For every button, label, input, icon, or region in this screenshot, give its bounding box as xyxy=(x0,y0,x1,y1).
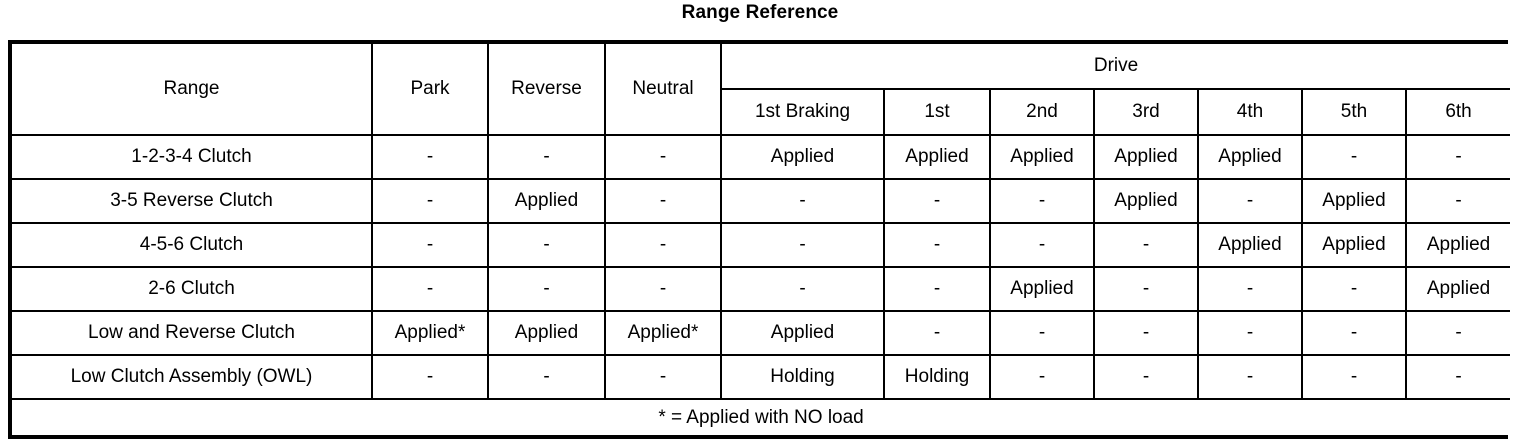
cell-1st: - xyxy=(883,178,991,224)
header-reverse: Reverse xyxy=(487,44,606,136)
table-row: 3-5 Reverse Clutch - Applied - - - - App… xyxy=(12,178,1511,224)
range-reference-table-container: Range Park Reverse Neutral Drive 1st Bra… xyxy=(8,40,1511,439)
cell-2nd: - xyxy=(989,222,1095,268)
cell-3rd: Applied xyxy=(1093,178,1199,224)
header-row-top: Range Park Reverse Neutral Drive xyxy=(12,44,1511,136)
cell-park: - xyxy=(371,222,489,268)
footnote-text: * = Applied with NO load xyxy=(12,398,1511,435)
cell-3rd: - xyxy=(1093,310,1199,356)
cell-neutral: - xyxy=(604,135,722,180)
header-gear-2nd: 2nd xyxy=(989,88,1095,136)
cell-1st-braking: Holding xyxy=(720,354,885,400)
cell-neutral: Applied* xyxy=(604,310,722,356)
table-row: 2-6 Clutch - - - - - Applied - - - Appli… xyxy=(12,266,1511,312)
cell-reverse: - xyxy=(487,354,606,400)
cell-6th: Applied xyxy=(1404,266,1511,312)
cell-2nd: Applied xyxy=(989,266,1095,312)
cell-reverse: - xyxy=(487,266,606,312)
table-row: Low and Reverse Clutch Applied* Applied … xyxy=(12,310,1511,356)
cell-1st: - xyxy=(883,310,991,356)
cell-1st: Holding xyxy=(883,354,991,400)
cell-5th: Applied xyxy=(1301,178,1407,224)
cell-4th: - xyxy=(1197,178,1303,224)
row-label: 1-2-3-4 Clutch xyxy=(12,135,373,180)
cell-3rd: - xyxy=(1093,266,1199,312)
header-gear-1st: 1st xyxy=(883,88,991,136)
row-label: 2-6 Clutch xyxy=(12,266,373,312)
cell-4th: Applied xyxy=(1197,222,1303,268)
cell-reverse: Applied xyxy=(487,310,606,356)
header-gear-3rd: 3rd xyxy=(1093,88,1199,136)
cell-1st-braking: - xyxy=(720,222,885,268)
footnote-row: * = Applied with NO load xyxy=(12,398,1511,435)
cell-5th: Applied xyxy=(1301,222,1407,268)
header-row-gears: 1st Braking 1st 2nd 3rd 4th 5th 6th xyxy=(12,88,1511,136)
cell-neutral: - xyxy=(604,222,722,268)
cell-park: - xyxy=(371,135,489,180)
cell-park: Applied* xyxy=(371,310,489,356)
cell-2nd: Applied xyxy=(989,135,1095,180)
cell-5th: - xyxy=(1301,310,1407,356)
cell-3rd: - xyxy=(1093,354,1199,400)
table-row: 1-2-3-4 Clutch - - - Applied Applied App… xyxy=(12,135,1511,180)
cell-3rd: - xyxy=(1093,222,1199,268)
cell-5th: - xyxy=(1301,135,1407,180)
cell-2nd: - xyxy=(989,310,1095,356)
cell-1st-braking: Applied xyxy=(720,135,885,180)
header-park: Park xyxy=(371,44,489,136)
cell-6th: - xyxy=(1404,135,1511,180)
cell-4th: Applied xyxy=(1197,135,1303,180)
row-label: Low and Reverse Clutch xyxy=(12,310,373,356)
cell-5th: - xyxy=(1301,354,1407,400)
header-range: Range xyxy=(12,44,373,136)
cell-3rd: Applied xyxy=(1093,135,1199,180)
cell-4th: - xyxy=(1197,354,1303,400)
row-label: 3-5 Reverse Clutch xyxy=(12,178,373,224)
cell-2nd: - xyxy=(989,178,1095,224)
header-gear-1st-braking: 1st Braking xyxy=(721,88,885,136)
header-gear-4th: 4th xyxy=(1197,88,1303,136)
cell-2nd: - xyxy=(989,354,1095,400)
cell-6th: Applied xyxy=(1404,222,1511,268)
table-body: 1-2-3-4 Clutch - - - Applied Applied App… xyxy=(12,135,1511,435)
cell-4th: - xyxy=(1197,266,1303,312)
cell-neutral: - xyxy=(604,354,722,400)
header-gear-6th: 6th xyxy=(1404,88,1511,136)
cell-park: - xyxy=(371,178,489,224)
cell-6th: - xyxy=(1404,354,1511,400)
cell-reverse: Applied xyxy=(487,178,606,224)
header-neutral: Neutral xyxy=(604,44,722,136)
cell-reverse: - xyxy=(487,222,606,268)
row-label: 4-5-6 Clutch xyxy=(12,222,373,268)
cell-park: - xyxy=(371,266,489,312)
cell-4th: - xyxy=(1197,310,1303,356)
cell-neutral: - xyxy=(604,266,722,312)
cell-5th: - xyxy=(1301,266,1407,312)
row-label: Low Clutch Assembly (OWL) xyxy=(12,354,373,400)
cell-1st-braking: - xyxy=(720,266,885,312)
cell-neutral: - xyxy=(604,178,722,224)
header-gear-5th: 5th xyxy=(1301,88,1407,136)
cell-reverse: - xyxy=(487,135,606,180)
table-row: Low Clutch Assembly (OWL) - - - Holding … xyxy=(12,354,1511,400)
cell-1st-braking: Applied xyxy=(720,310,885,356)
cell-1st-braking: - xyxy=(720,178,885,224)
cell-park: - xyxy=(371,354,489,400)
cell-1st: Applied xyxy=(883,135,991,180)
cell-6th: - xyxy=(1404,310,1511,356)
header-drive-group: Drive xyxy=(719,44,1511,90)
table-row: 4-5-6 Clutch - - - - - - - Applied Appli… xyxy=(12,222,1511,268)
cell-1st: - xyxy=(883,222,991,268)
page-title: Range Reference xyxy=(681,2,839,23)
cell-6th: - xyxy=(1404,178,1511,224)
cell-1st: - xyxy=(883,266,991,312)
range-reference-table: Range Park Reverse Neutral Drive 1st Bra… xyxy=(12,44,1511,435)
table-header: Range Park Reverse Neutral Drive 1st Bra… xyxy=(12,44,1511,136)
